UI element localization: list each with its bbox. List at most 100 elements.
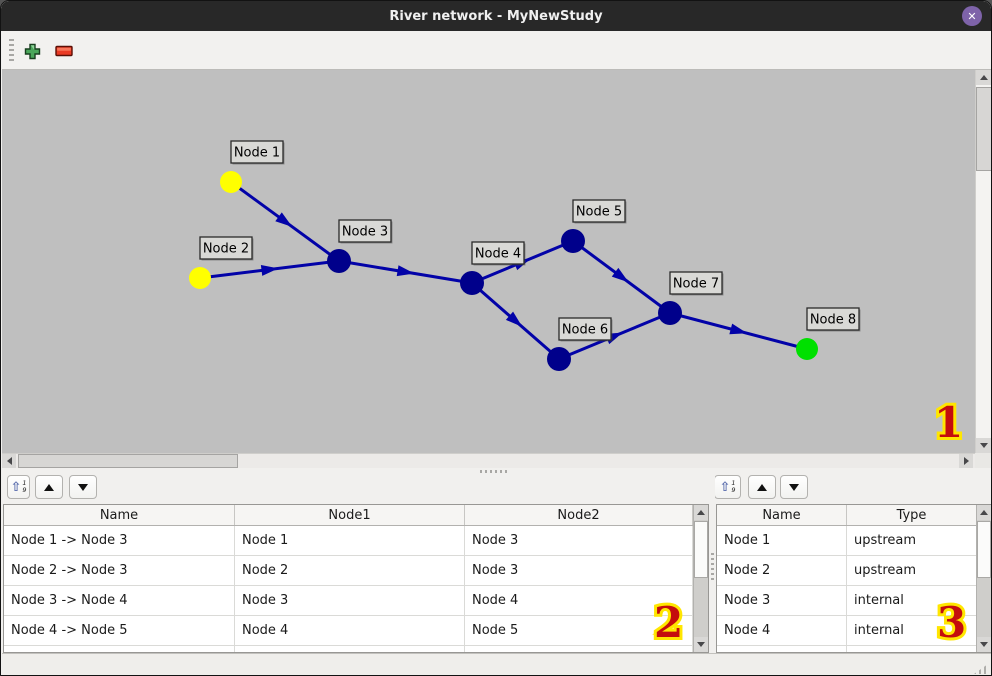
links-move-down-button[interactable] [69,475,97,499]
splitter-horizontal[interactable] [2,468,991,475]
plus-icon [24,43,40,59]
scroll-down-button[interactable] [976,438,991,453]
scroll-up-button[interactable] [976,70,991,85]
table-cell[interactable]: Node 3 [235,586,465,616]
graph-node[interactable] [327,249,351,273]
edge-arrow-icon [260,265,279,276]
titlebar[interactable]: River network - MyNewStudy ✕ [1,1,991,31]
resize-grip[interactable] [974,664,988,674]
node-label: Node 6 [562,323,608,338]
graph-node[interactable] [460,271,484,295]
table-cell[interactable]: Node 4 [235,616,465,646]
nodes-table-scrollbar[interactable] [976,505,991,652]
table-cell[interactable]: upstream [847,556,977,586]
table-cell[interactable]: Node 1 -> Node 3 [4,526,235,556]
table-cell[interactable]: Node 3 -> Node 4 [4,586,235,616]
toolbar-grip-handle[interactable] [9,39,14,62]
table-cell[interactable]: Node 3 [465,556,693,586]
links-move-up-button[interactable] [35,475,63,499]
node-label-box[interactable] [199,236,253,260]
table-cell[interactable]: Node 3 [717,586,847,616]
triangle-down-icon [980,443,988,448]
close-button[interactable]: ✕ [962,6,982,26]
links-header-cell[interactable]: Node2 [465,505,693,525]
node-label: Node 5 [576,205,622,220]
node-label-box[interactable] [669,271,723,295]
node-label-box[interactable] [806,307,860,331]
graph-node[interactable] [658,301,682,325]
links-header-cell[interactable]: Name [4,505,235,525]
scroll-left-button[interactable] [2,454,16,468]
triangle-down-icon [697,642,705,647]
scroll-up-button[interactable] [694,505,708,520]
hscrollbar-thumb[interactable] [18,454,238,468]
node-label-box[interactable] [338,219,392,243]
table-cell[interactable]: internal [847,616,977,646]
graph-node[interactable] [547,347,571,371]
edge-arrow-icon [275,212,293,227]
graph-node[interactable] [220,171,242,193]
edge-arrow-icon [729,323,748,335]
node-label-box[interactable] [230,140,284,164]
node-label-box[interactable] [471,241,525,265]
node-label: Node 8 [810,313,856,328]
scroll-down-button[interactable] [694,637,708,652]
table-cell[interactable]: internal [847,586,977,616]
node-label: Node 1 [234,146,280,161]
table-row-empty [717,646,991,652]
graph-node[interactable] [189,267,211,289]
graph-node[interactable] [796,338,818,360]
table-cell[interactable]: Node 3 [465,526,693,556]
table-cell[interactable]: Node 2 [717,556,847,586]
add-node-button[interactable] [21,40,43,62]
scroll-right-button[interactable] [959,454,973,468]
main-toolbar [2,31,991,70]
canvas-vscrollbar[interactable] [975,70,991,453]
links-table-scrollbar[interactable] [693,505,708,652]
table-cell[interactable]: Node 4 [465,586,693,616]
table-cell[interactable]: Node 5 [465,616,693,646]
table-cell[interactable]: Node 1 [235,526,465,556]
scrollbar-corner [975,453,991,468]
links-header-cell[interactable]: Node1 [235,505,465,525]
remove-node-button[interactable] [53,40,75,62]
table-cell[interactable]: Node 4 [717,616,847,646]
node-label: Node 4 [475,247,521,262]
nodes-move-down-button[interactable] [780,475,808,499]
canvas-hscrollbar[interactable] [2,453,975,468]
scroll-down-button[interactable] [977,637,991,652]
node-label-box[interactable] [558,317,612,341]
node-label-box[interactable] [572,199,626,223]
triangle-up-icon [697,510,705,515]
table-cell[interactable]: Node 2 -> Node 3 [4,556,235,586]
vscrollbar-thumb[interactable] [976,87,991,171]
scroll-up-button[interactable] [977,505,991,520]
splitter-vertical[interactable] [710,475,715,653]
table-cell[interactable]: Node 4 -> Node 5 [4,616,235,646]
table-cell[interactable]: upstream [847,526,977,556]
close-icon: ✕ [967,9,977,23]
table-cell[interactable]: Node 1 [717,526,847,556]
vscrollbar-thumb[interactable] [694,521,708,578]
table-cell[interactable]: Node 2 [235,556,465,586]
move-up-icon [757,483,767,491]
graph-node[interactable] [561,229,585,253]
nodes-header-cell[interactable]: Type [847,505,977,525]
vscrollbar-thumb[interactable] [977,521,991,578]
nodes-move-up-button[interactable] [748,475,776,499]
nodes-header-cell[interactable]: Name [717,505,847,525]
